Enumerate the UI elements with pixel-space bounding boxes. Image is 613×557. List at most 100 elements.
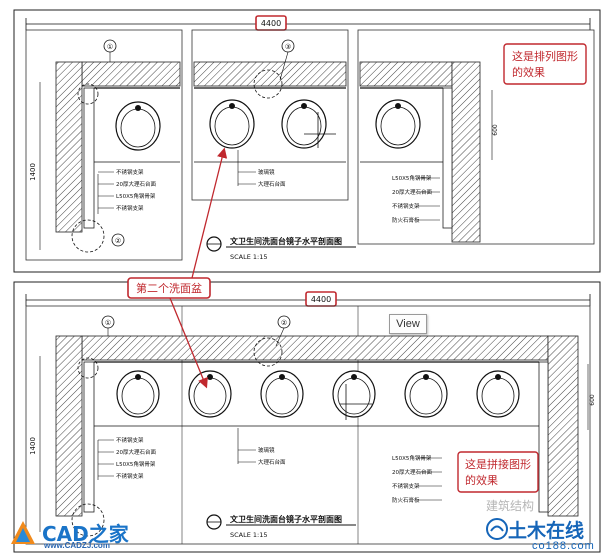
- svg-text:玻璃镜: 玻璃镜: [258, 168, 275, 176]
- steel-frame: [83, 87, 95, 229]
- jzjg-watermark: 建筑结构: [486, 499, 535, 513]
- wall-hatch: [81, 335, 549, 361]
- cadzj-logo-icon: [11, 521, 35, 544]
- washbasin: [188, 370, 232, 418]
- svg-text:这是拼接图形: 这是拼接图形: [465, 457, 531, 471]
- drawing-scale: SCALE 1:15: [230, 253, 268, 261]
- detail-circle: [77, 83, 99, 105]
- washbasin: [115, 101, 161, 151]
- co188-brand: 土木在线: [508, 520, 585, 542]
- cadzj-brand: CAD之家: [42, 522, 129, 546]
- sheet-middle: [191, 29, 349, 201]
- cadzj-url: www.CADZJ.com: [44, 541, 110, 550]
- washbasin: [209, 99, 255, 149]
- svg-text:不锈钢支架: 不锈钢支架: [116, 436, 144, 444]
- overall-dimension: 4400: [311, 295, 331, 304]
- washbasin: [116, 370, 160, 418]
- svg-text:20厚大理石台面: 20厚大理石台面: [392, 188, 432, 196]
- svg-text:不锈钢支架: 不锈钢支架: [392, 202, 420, 210]
- detail-circle: [253, 69, 283, 99]
- annotation-box: [503, 43, 587, 85]
- washbasin: [281, 99, 336, 149]
- svg-text:20厚大理石台面: 20厚大理石台面: [116, 180, 156, 188]
- wall-hatch: [55, 61, 83, 233]
- left-notes: 不锈钢支架 20厚大理石台面 L50X5角钢骨架 不锈钢支架: [97, 436, 156, 480]
- annotation-box: [457, 451, 539, 493]
- sheet-left: [25, 29, 183, 261]
- drawing-title-block: 文卫生间洗面台镜子水平剖面图 SCALE 1:15: [206, 514, 356, 539]
- svg-text:①: ①: [105, 319, 111, 327]
- wall-hatch: [547, 335, 579, 517]
- svg-text:玻璃镜: 玻璃镜: [258, 446, 275, 454]
- callout-label: 第二个洗面盆: [136, 281, 202, 295]
- svg-text:②: ②: [115, 237, 121, 245]
- wall-hatch: [55, 335, 83, 517]
- steel-frame: [538, 361, 549, 513]
- panel-frame: [13, 9, 601, 273]
- svg-text:③: ③: [285, 43, 291, 51]
- arrow-to-bottom-basin: [169, 297, 208, 389]
- svg-text:的效果: 的效果: [465, 473, 498, 487]
- svg-text:防火石膏板: 防火石膏板: [392, 496, 420, 504]
- svg-text:大理石台面: 大理石台面: [258, 458, 286, 466]
- co188-url: co188.com: [532, 540, 595, 552]
- callout-circle: [111, 233, 125, 247]
- washbasin: [260, 370, 304, 418]
- svg-text:L50X5角钢骨架: L50X5角钢骨架: [392, 174, 432, 182]
- svg-text:大理石台面: 大理石台面: [258, 180, 286, 188]
- svg-text:L50X5角钢骨架: L50X5角钢骨架: [116, 192, 156, 200]
- steel-frame: [83, 361, 95, 513]
- co188-logo-icon: [486, 518, 508, 540]
- detail-circle: [71, 219, 105, 253]
- svg-text:①: ①: [107, 43, 113, 51]
- panel-frame: [13, 281, 601, 553]
- drawing-title: 文卫生间洗面台镜子水平剖面图: [230, 236, 342, 246]
- washbasin: [375, 99, 421, 149]
- svg-text:这是排列图形: 这是排列图形: [512, 49, 578, 63]
- drawing-scale: SCALE 1:15: [230, 531, 268, 539]
- wall-hatch: [81, 61, 181, 87]
- washbasin: [404, 370, 448, 418]
- svg-text:防火石膏板: 防火石膏板: [392, 216, 420, 224]
- side-dimension: 1400: [29, 437, 37, 455]
- right-dimension: 600: [589, 394, 596, 406]
- right-notes: L50X5角钢骨架 20厚大理石台面 不锈钢支架 防火石膏板: [392, 454, 442, 504]
- side-dimension: 1400: [29, 163, 37, 181]
- drawing-title: 文卫生间洗面台镜子水平剖面图: [230, 514, 342, 524]
- second-basin-callout: 第二个洗面盆: [127, 147, 228, 389]
- washbasin: [476, 370, 520, 418]
- mid-notes: 玻璃镜 大理石台面: [237, 428, 286, 466]
- arrow-to-top-basin: [191, 147, 228, 279]
- svg-text:20厚大理石台面: 20厚大理石台面: [116, 448, 156, 456]
- svg-text:不锈钢支架: 不锈钢支架: [116, 204, 144, 212]
- cadzj-watermark: CAD之家 www.CADZJ.com: [6, 514, 176, 554]
- sheet-merged: [25, 305, 591, 545]
- right-notes: L50X5角钢骨架 20厚大理石台面 不锈钢支架 防火石膏板: [392, 174, 440, 224]
- mid-notes: 玻璃镜 大理石台面: [237, 150, 286, 188]
- svg-text:20厚大理石台面: 20厚大理石台面: [392, 468, 432, 476]
- co188-watermark: 土木在线 co188.com: [486, 516, 610, 556]
- washbasin: [332, 370, 376, 420]
- detail-circle: [77, 357, 99, 379]
- wall-hatch: [451, 61, 481, 243]
- wall-hatch: [193, 61, 347, 87]
- overall-dimension: 4400: [261, 19, 281, 28]
- left-notes: 不锈钢支架 20厚大理石台面 L50X5角钢骨架 不锈钢支架: [97, 168, 156, 214]
- steel-frame: [442, 87, 453, 229]
- callout-label-box: [127, 277, 211, 299]
- sheet-right: [357, 29, 595, 245]
- view-tooltip: View: [389, 314, 427, 334]
- svg-text:的效果: 的效果: [512, 65, 545, 79]
- svg-text:不锈钢支架: 不锈钢支架: [116, 168, 144, 176]
- svg-text:②: ②: [281, 319, 287, 327]
- wall-hatch: [359, 61, 453, 87]
- svg-text:不锈钢支架: 不锈钢支架: [392, 482, 420, 490]
- right-dimension: 600: [492, 124, 499, 136]
- svg-text:L50X5角钢骨架: L50X5角钢骨架: [116, 460, 156, 468]
- detail-circle: [253, 337, 283, 367]
- bottom-plan-panel: 4400 1400: [13, 281, 601, 553]
- svg-text:L50X5角钢骨架: L50X5角钢骨架: [392, 454, 432, 462]
- svg-text:不锈钢支架: 不锈钢支架: [116, 472, 144, 480]
- top-plan-panel: 4400 1400: [13, 9, 601, 273]
